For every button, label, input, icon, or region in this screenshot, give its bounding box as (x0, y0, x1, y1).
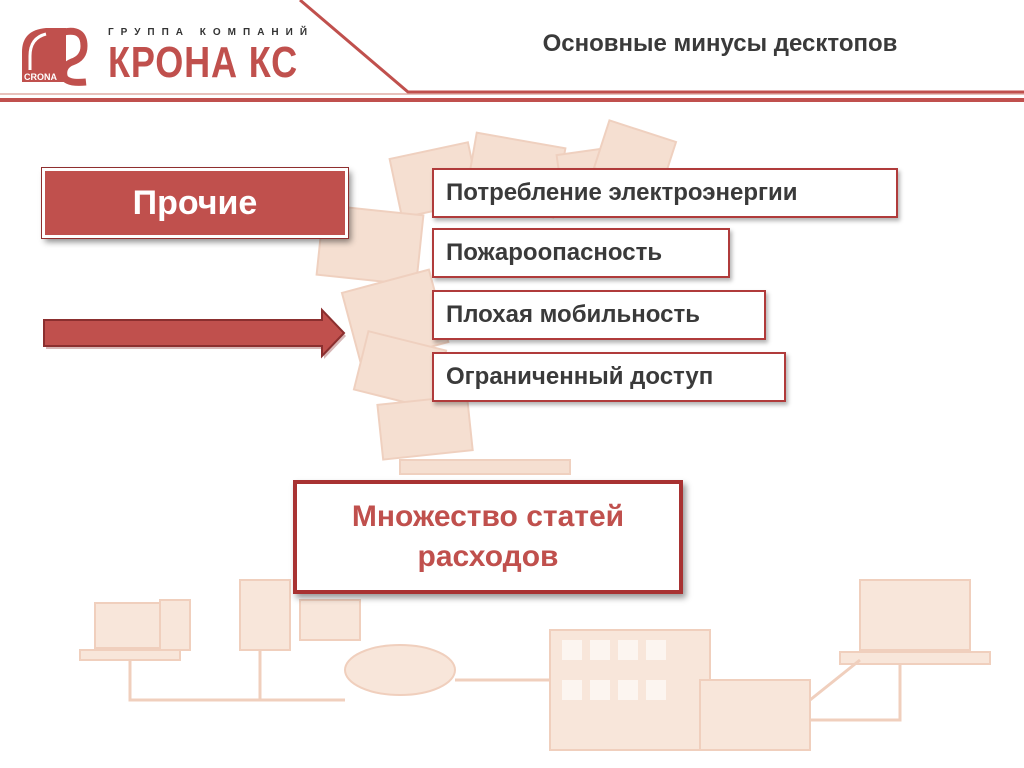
summary-line: расходов (417, 540, 559, 573)
summary-box: Множество статей расходов (293, 480, 683, 594)
arrow-right-icon (43, 307, 346, 359)
company-logo-icon (22, 27, 88, 86)
brand-group-label: ГРУППА КОМПАНИЙ (108, 27, 315, 38)
drawback-item: Потребление электроэнергии (432, 168, 898, 218)
brand-name: КРОНА КС (108, 38, 298, 87)
logo-text: CRONA (24, 72, 57, 82)
drawback-item: Пожароопасность (432, 228, 730, 278)
drawback-item: Плохая мобильность (432, 290, 766, 340)
page-title: Основные минусы десктопов (542, 30, 898, 57)
category-tag: Прочие (42, 168, 348, 238)
summary-line: Множество статей (351, 500, 625, 533)
drawback-item: Ограниченный доступ (432, 352, 786, 402)
